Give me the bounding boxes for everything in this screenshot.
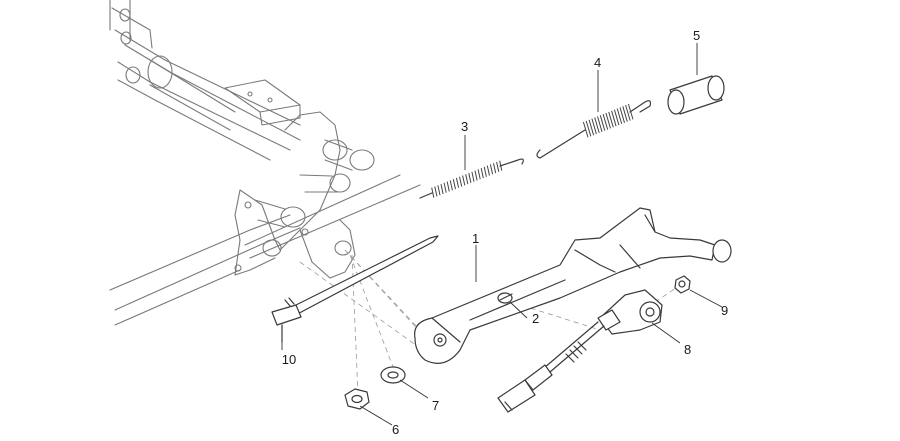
spring-coil-turn bbox=[602, 113, 609, 130]
spring-coil-turn bbox=[608, 111, 614, 128]
callout-6: 6 bbox=[392, 422, 399, 436]
spring-coil-turn bbox=[588, 119, 595, 136]
spring-coil-turn bbox=[489, 164, 494, 175]
spring-coil-turn bbox=[619, 107, 625, 123]
spring-coil-turn bbox=[616, 108, 623, 125]
spring-coil-turn bbox=[622, 106, 628, 122]
spring-coil-turn bbox=[599, 115, 606, 131]
spring-coil-turn bbox=[443, 182, 447, 193]
callout-10: 10 bbox=[282, 352, 296, 367]
spring-coil-turn bbox=[446, 181, 450, 192]
spring-coil-turn bbox=[468, 172, 472, 184]
callout-labels: 1 2 3 4 5 6 7 8 9 10 bbox=[282, 28, 728, 437]
spring-coil-turn bbox=[465, 174, 469, 185]
spring-coil-turn bbox=[477, 169, 481, 180]
callout-9: 9 bbox=[721, 303, 728, 318]
spring-coil-turn bbox=[452, 178, 456, 190]
part-2-bolt bbox=[499, 293, 513, 301]
part-7-washer bbox=[380, 366, 406, 384]
spring-coil-turn bbox=[474, 170, 478, 181]
spring-coil-turn bbox=[449, 180, 453, 191]
callout-5: 5 bbox=[693, 28, 700, 43]
callout-1: 1 bbox=[472, 231, 479, 246]
spring-coil-turn bbox=[493, 163, 497, 174]
spring-coil-turn bbox=[480, 167, 484, 179]
spring-coil-turn bbox=[483, 166, 487, 177]
callout-2: 2 bbox=[532, 311, 539, 326]
spring-coil-turn bbox=[499, 160, 503, 171]
callout-4: 4 bbox=[594, 55, 601, 70]
part-10-cable-tie bbox=[271, 235, 439, 343]
leader-lines bbox=[281, 43, 723, 426]
part-9-nut bbox=[674, 275, 691, 294]
part-6-nut bbox=[344, 388, 370, 410]
spring-coil-turn bbox=[486, 165, 490, 176]
spring-coil-turn bbox=[611, 110, 617, 127]
spring-coil-turn bbox=[591, 118, 597, 135]
spring-coil-turn bbox=[496, 161, 500, 173]
part-4-spring bbox=[536, 100, 652, 159]
callout-8: 8 bbox=[684, 342, 691, 357]
spring-coil-turn bbox=[594, 117, 600, 134]
part-3-spring bbox=[419, 158, 524, 199]
spring-coil-turn bbox=[471, 171, 475, 182]
part-1-side-stand bbox=[414, 207, 732, 364]
part-8-side-stand-switch bbox=[497, 289, 663, 413]
spring-coil-turn bbox=[605, 112, 611, 129]
spring-coil-turn bbox=[625, 104, 631, 121]
frame-assembly bbox=[109, 0, 421, 326]
spring-coil-turn bbox=[585, 120, 592, 137]
callout-3: 3 bbox=[461, 119, 468, 134]
spring-coil-turn bbox=[459, 176, 463, 187]
spring-coil-turn bbox=[455, 177, 460, 188]
spring-coil-turn bbox=[434, 186, 438, 197]
spring-coil-turn bbox=[613, 109, 620, 126]
spring-coil-turn bbox=[597, 116, 603, 132]
callout-7: 7 bbox=[432, 398, 439, 413]
part-5-sleeve bbox=[667, 75, 725, 115]
spring-coil-turn bbox=[582, 121, 589, 138]
spring-coil-turn bbox=[431, 187, 435, 198]
spring-coil-turn bbox=[440, 183, 444, 195]
spring-coil-turn bbox=[437, 185, 441, 196]
spring-coil-turn bbox=[627, 103, 634, 120]
spring-coil-turn bbox=[462, 175, 466, 186]
